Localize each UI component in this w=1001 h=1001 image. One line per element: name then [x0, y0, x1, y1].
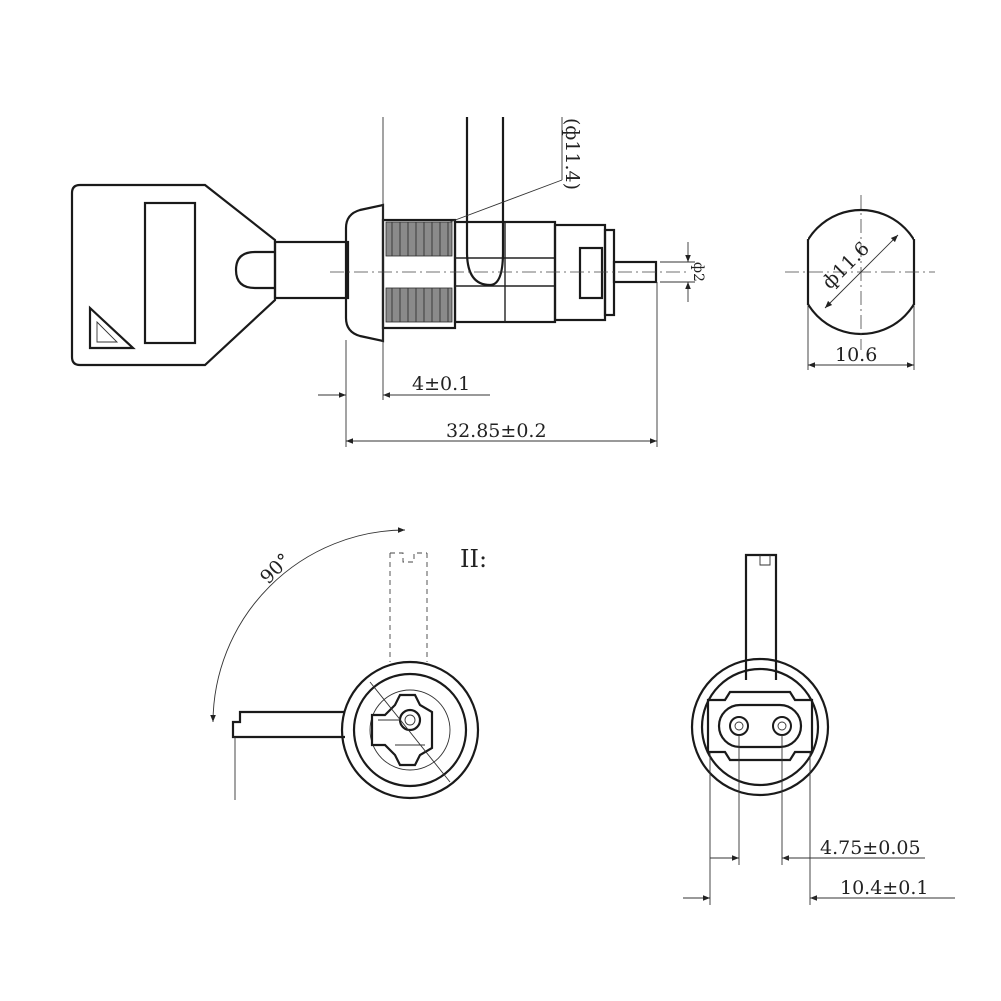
- rotation-angle-label: 90°: [256, 549, 295, 588]
- key-vertical: [744, 553, 778, 680]
- inner-spacing-label: 4.75±0.05: [820, 837, 921, 859]
- threads-upper: [385, 221, 453, 257]
- key-bump: [234, 250, 275, 290]
- front-view-rotation: 90° II:: [210, 527, 487, 800]
- shaft-stub: [578, 246, 604, 300]
- total-length-label: 32.85±0.2: [446, 420, 547, 442]
- rear-view: 4.75±0.05 10.4±0.1: [683, 553, 955, 905]
- key-label-slot: [143, 201, 197, 345]
- key-shank: [273, 240, 350, 300]
- view-label: II:: [460, 545, 487, 573]
- thread-lines: [391, 222, 449, 322]
- rear-cam: [603, 228, 616, 317]
- key-head: [70, 183, 277, 367]
- flat-width-label: 10.6: [835, 344, 877, 366]
- end-view-round: ф11.6 10.6: [785, 195, 935, 370]
- key-triangle-mark: [88, 305, 136, 350]
- lock-flange: [344, 203, 385, 343]
- threads-lower: [385, 287, 453, 323]
- flange-thickness-label: 4±0.1: [412, 373, 470, 395]
- side-view: (ф11.4) ф2 4±0.1 32.85±0.2: [70, 117, 706, 447]
- shaft-diameter-label: ф2: [690, 262, 706, 282]
- bore-dimension-label: (ф11.4): [561, 118, 583, 190]
- outer-width-label: 10.4±0.1: [840, 877, 928, 899]
- key-horizontal: [231, 710, 345, 739]
- terminal-wire: [465, 117, 505, 287]
- round-diameter-label: ф11.6: [818, 238, 874, 294]
